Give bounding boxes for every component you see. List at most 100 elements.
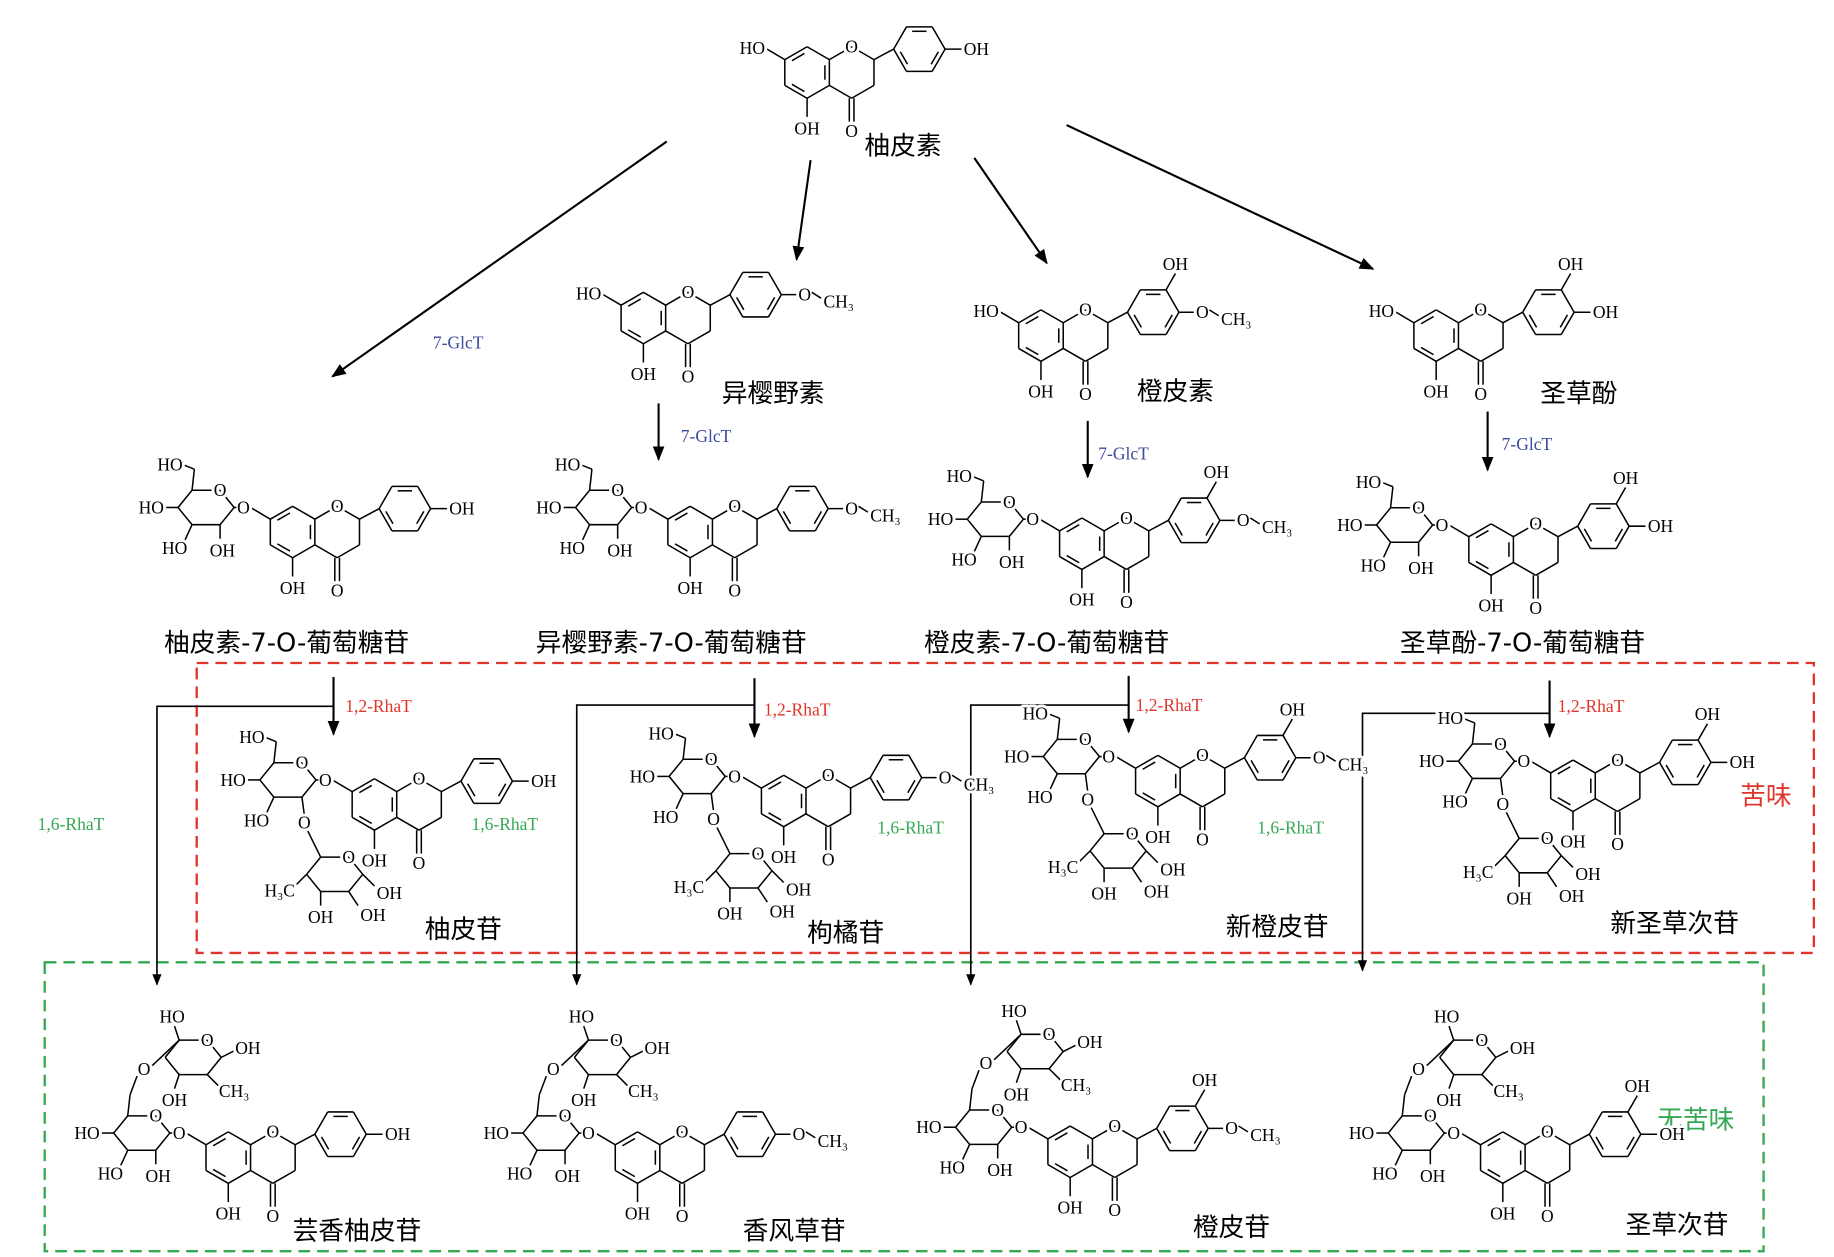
bond [1131,833,1147,852]
bond [1047,712,1060,719]
bond [668,758,684,777]
glycosidic-oxygen-1-2: O [298,813,311,833]
bond [113,1115,129,1134]
bond [617,506,633,526]
bond [1089,850,1105,869]
bond [573,1056,590,1076]
glucose-unit: O [259,750,317,798]
bond [1059,517,1083,532]
bond [1156,1105,1171,1129]
methoxy-oxygen: O [1313,748,1326,768]
bond [627,298,642,307]
bond [1194,1105,1209,1129]
bond [1457,760,1474,779]
bond [643,291,667,306]
bond [1179,754,1203,769]
bond [998,310,1020,324]
ring-oxygen: O [1541,1122,1554,1142]
bond [637,1169,661,1184]
bond [1560,273,1572,291]
bond [113,1132,129,1151]
ring-oxygen: O [1611,750,1624,770]
hydroxyl-4prime: OH [1593,302,1619,322]
bond [1435,347,1459,362]
hydroxyl-rha: HO [1001,1001,1026,1021]
bond [1167,497,1182,521]
bond [850,776,871,789]
compound-name-hesperetin: 橙皮素 [1137,377,1214,407]
bond [277,543,291,552]
bond [1142,792,1156,801]
bond [1115,755,1136,769]
hydroxyl-5: OH [1145,827,1171,847]
bond [1389,486,1394,508]
hydroxyl-3prime: OH [1613,468,1639,488]
enzyme-label-glct-4: 7-GlcT [1502,434,1553,454]
connector-rha16-2 [572,704,755,986]
connector-rha16-1 [152,705,334,986]
bond [1047,1125,1071,1140]
bond [331,779,353,793]
bond [588,469,593,491]
carbonyl-oxygen: O [682,366,695,386]
bond [710,775,726,795]
hydroxyl-rha: OH [1575,864,1601,884]
bond [269,505,293,520]
bond [348,891,359,906]
hydroxyl-glc-4: HO [1004,746,1029,766]
hydroxyl-glc-6: HO [648,723,673,743]
bond [314,544,338,559]
arrow-naringenin-to-eriodictyol [1066,124,1375,270]
bond [273,741,277,763]
rhamnose-unit: O [1504,825,1562,874]
sugar-ring-oxygen: O [1475,1030,1488,1050]
bond [1535,523,1559,538]
sugar-ring-oxygen: O [1079,729,1092,749]
glycosidic-oxygen-7: O [1447,1123,1460,1143]
bond [704,1133,725,1146]
bond [1282,718,1294,736]
bond [768,812,782,821]
bond [1594,759,1618,774]
bond [1135,754,1159,769]
bond [1157,754,1181,769]
rhamnose-unit: O [715,841,773,889]
bond [1208,309,1220,317]
bond [1008,518,1024,537]
bond [522,1132,538,1151]
bond [351,778,375,793]
bond [805,1131,816,1139]
bond [498,780,514,804]
bond [1006,1051,1022,1070]
hydroxyl-rha: OH [1144,881,1170,901]
methyl-rha: CH₃ [1061,1075,1091,1095]
bond [1393,310,1415,324]
bond [1550,797,1574,813]
glucose-unit: O [113,1103,171,1152]
bond [931,48,946,72]
bond [1085,309,1109,324]
hydroxyl-7: HO [740,38,765,58]
bond [314,505,338,520]
bond [1394,1149,1403,1166]
bond [1039,518,1060,532]
bond [1615,525,1630,549]
bond [348,856,364,875]
bond [385,510,394,525]
hydroxyl-glc-4: HO [221,770,246,790]
compound-name-hesperidin: 橙皮苷 [1193,1213,1270,1243]
bond [467,783,476,797]
bond [1471,722,1476,745]
glycosidic-oxygen-1-6: O [138,1059,151,1079]
bond [930,51,940,65]
methoxy-oxygen: O [793,1124,806,1144]
bond [715,853,731,872]
bond [980,480,985,503]
bond [1560,855,1574,868]
hydroxyl-glc-3: HO [507,1164,532,1184]
sugar-ring-oxygen: O [149,1106,162,1126]
bond [120,1149,129,1166]
